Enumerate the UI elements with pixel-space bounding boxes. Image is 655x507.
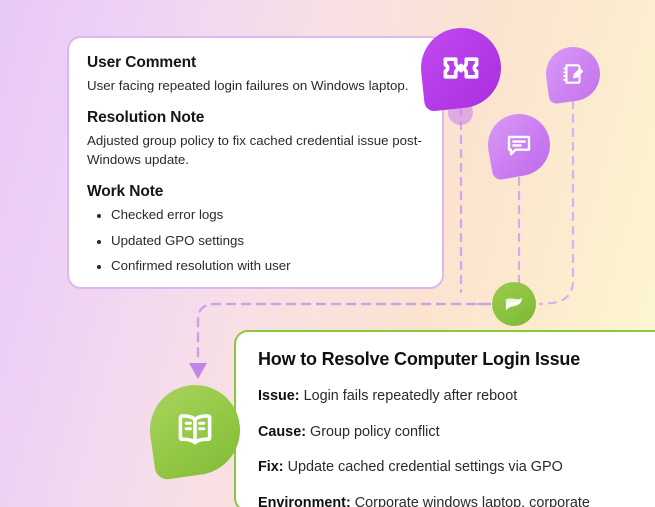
note-edit-icon-badge[interactable] bbox=[542, 43, 604, 105]
ticket-notes-card: User Comment User facing repeated login … bbox=[67, 36, 444, 289]
resolution-note-heading: Resolution Note bbox=[87, 108, 205, 126]
knowledge-base-card: How to Resolve Computer Login Issue Issu… bbox=[234, 330, 655, 507]
chat-icon-badge[interactable] bbox=[483, 109, 555, 181]
open-book-icon bbox=[178, 414, 212, 445]
kb-value: Login fails repeatedly after reboot bbox=[303, 388, 518, 404]
kb-value: Corporate windows laptop, corporate bbox=[354, 495, 590, 507]
kb-value: Update cached credential settings via GP… bbox=[287, 459, 563, 476]
kb-title: How to Resolve Computer Login Issue bbox=[258, 349, 581, 369]
arrowhead-down-icon bbox=[189, 363, 207, 379]
section-resolution-note: Resolution Note Adjusted group policy to… bbox=[87, 109, 424, 170]
kb-row-environment: Environment: Corporate windows laptop, c… bbox=[258, 494, 635, 507]
work-note-heading: Work Note bbox=[87, 182, 164, 200]
resolution-note-body: Adjusted group policy to fix cached cred… bbox=[87, 132, 422, 167]
kb-row-issue: Issue: Login fails repeatedly after rebo… bbox=[258, 387, 635, 406]
list-item: Checked error logs bbox=[87, 206, 424, 225]
kb-value: Group policy conflict bbox=[310, 423, 440, 440]
kb-label: Fix: bbox=[258, 459, 284, 476]
ticket-icon-badge[interactable] bbox=[417, 24, 505, 112]
leaf-logo-badge[interactable] bbox=[492, 282, 536, 326]
chat-bubble-icon bbox=[507, 135, 531, 156]
kb-label: Cause: bbox=[258, 423, 306, 440]
kb-label: Environment: bbox=[258, 495, 351, 507]
work-note-list: Checked error logs Updated GPO settings … bbox=[87, 206, 424, 277]
knowledge-book-badge[interactable] bbox=[144, 379, 246, 481]
list-item: Updated GPO settings bbox=[87, 232, 424, 251]
section-user-comment: User Comment User facing repeated login … bbox=[87, 54, 424, 96]
kb-label: Issue: bbox=[258, 388, 300, 404]
kb-row-cause: Cause: Group policy conflict bbox=[258, 423, 635, 442]
ticket-icon bbox=[443, 57, 479, 79]
kb-row-fix: Fix: Update cached credential settings v… bbox=[258, 458, 635, 477]
note-edit-icon bbox=[563, 64, 584, 84]
user-comment-heading: User Comment bbox=[87, 54, 197, 71]
list-item: Confirmed resolution with user bbox=[87, 257, 424, 276]
user-comment-body: User facing repeated login failures on W… bbox=[87, 78, 409, 93]
leaf-logo-icon bbox=[505, 298, 523, 311]
section-work-note: Work Note Checked error logs Updated GPO… bbox=[87, 183, 424, 277]
